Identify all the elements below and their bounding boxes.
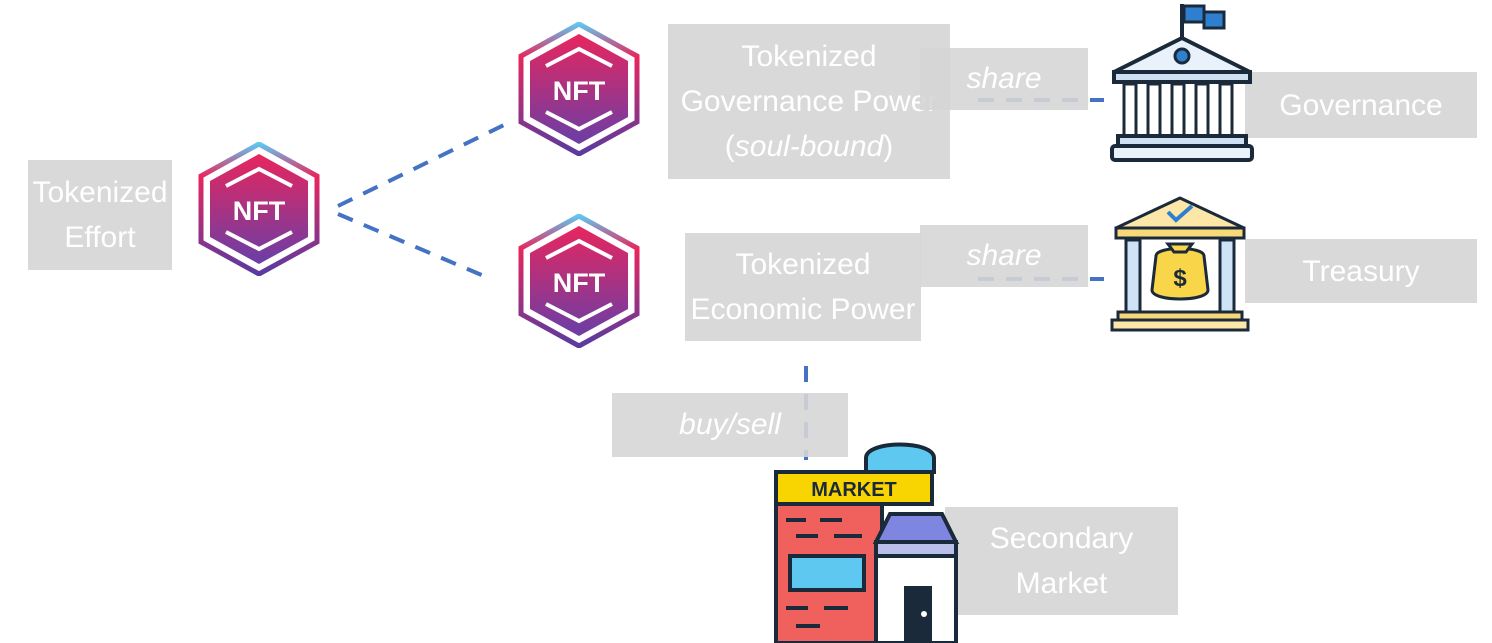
node-governance: Governance (1245, 72, 1477, 138)
nft-governance-icon: NFT (518, 22, 640, 156)
nft-economic-icon: NFT (518, 214, 640, 348)
tokenized-effort-line1: Tokenized (32, 176, 168, 209)
economic-power-line1: Tokenized (735, 248, 871, 281)
tokenized-effort-line2: Effort (64, 221, 136, 254)
governance-label: Governance (1279, 88, 1443, 122)
connector-effort-to-economic-nft (337, 212, 485, 278)
governance-power-paren-open: ( (724, 130, 735, 163)
nft-effort-text: NFT (233, 196, 286, 226)
governance-power-line3: (soul-bound) (681, 124, 938, 169)
edge-label-share-governance-text: share (966, 62, 1042, 95)
governance-power-paren-close: ) (883, 130, 894, 163)
nft-economic-text: NFT (553, 268, 606, 298)
nft-governance-text: NFT (553, 76, 606, 106)
treasury-label: Treasury (1302, 254, 1420, 288)
treasury-bank-icon: $ (1110, 196, 1250, 332)
edge-label-share-treasury-text: share (966, 239, 1042, 272)
governance-power-line2: Governance Power (680, 85, 938, 118)
edge-label-buy-sell: buy/sell (612, 393, 848, 457)
node-treasury: Treasury (1245, 239, 1477, 303)
nft-effort-icon: NFT (198, 142, 320, 276)
economic-power-line2: Economic Power (690, 293, 916, 326)
node-tokenized-economic-power: Tokenized Economic Power (685, 233, 921, 341)
node-tokenized-governance-power: Tokenized Governance Power (soul-bound) (668, 24, 950, 179)
node-tokenized-effort: Tokenized Effort (28, 160, 172, 270)
market-sign-text: MARKET (811, 479, 897, 501)
edge-label-share-governance: share (920, 48, 1088, 110)
node-secondary-market: Secondary Market (945, 507, 1178, 615)
edge-label-share-treasury: share (920, 225, 1088, 287)
secondary-market-line1: Secondary (989, 522, 1134, 555)
government-building-icon (1110, 4, 1254, 162)
secondary-market-line2: Market (1015, 567, 1108, 600)
governance-power-line1: Tokenized (741, 40, 877, 73)
connector-effort-to-governance-nft (337, 122, 507, 208)
governance-power-soul-bound: soul-bound (734, 130, 884, 163)
market-store-icon: MARKET (774, 442, 960, 643)
edge-label-buy-sell-text: buy/sell (679, 408, 781, 441)
treasury-dollar-text: $ (1173, 265, 1187, 292)
